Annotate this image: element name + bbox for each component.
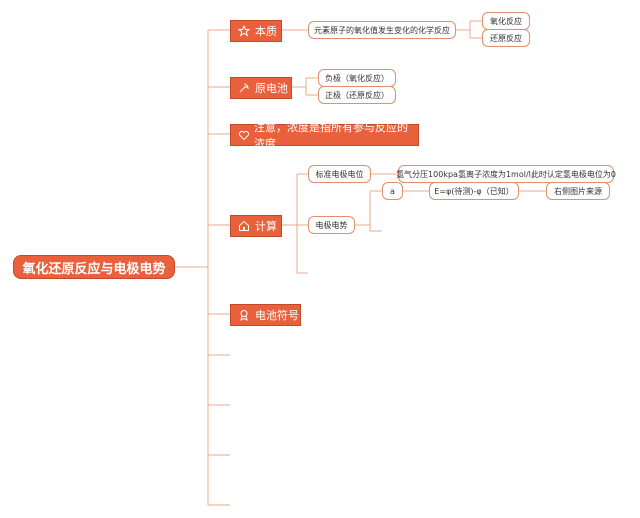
branch-note[interactable]: 注意，浓度是指所有参与反应的浓度 — [230, 121, 419, 150]
calc-electrode[interactable]: 电极电势 — [308, 216, 355, 234]
calc-a[interactable]: a — [382, 182, 403, 200]
essence-reduction[interactable]: 还原反应 — [482, 29, 530, 47]
branch-symbol[interactable]: 电池符号 — [230, 304, 301, 326]
essence-oxidation[interactable]: 氧化反应 — [482, 12, 530, 30]
branch-essence[interactable]: 本质 — [230, 20, 282, 42]
cell-positive[interactable]: 正极（还原反应） — [318, 86, 396, 104]
cell-positive-label: 正极（还原反应） — [325, 90, 389, 100]
calc-formula[interactable]: E=φ(待测)-φ（已知） — [429, 182, 519, 200]
calc-standard-note[interactable]: 氢气分压100kpa氢离子浓度为1mol/l此时认定氢电极电位为0 — [396, 165, 616, 183]
cell-negative-label: 负极（氧化反应） — [325, 73, 389, 83]
star-icon — [237, 24, 251, 38]
branch-symbol-label: 电池符号 — [255, 309, 299, 322]
branch-essence-label: 本质 — [255, 25, 277, 38]
essence-reduction-label: 还原反应 — [490, 33, 522, 43]
branch-cell-label: 原电池 — [255, 82, 288, 95]
medal-icon — [237, 308, 251, 322]
calc-formula-label: E=φ(待测)-φ（已知） — [434, 186, 514, 196]
root-node[interactable]: 氧化还原反应与电极电势 — [13, 255, 175, 279]
hammer-sickle-icon — [237, 81, 251, 95]
branch-calc-label: 计算 — [255, 220, 277, 233]
calc-a-label: a — [390, 186, 395, 196]
house-icon — [237, 219, 251, 233]
calc-standard-label: 标准电极电位 — [315, 169, 364, 179]
calc-standard[interactable]: 标准电极电位 — [308, 165, 371, 183]
calc-standard-note-label: 氢气分压100kpa氢离子浓度为1mol/l此时认定氢电极电位为0 — [396, 169, 616, 179]
essence-oxidation-label: 氧化反应 — [490, 16, 522, 26]
calc-electrode-label: 电极电势 — [315, 220, 348, 230]
calc-source[interactable]: 右侧图片来源 — [546, 182, 610, 200]
essence-desc[interactable]: 元素原子的氧化值发生变化的化学反应 — [308, 21, 456, 39]
branch-cell[interactable]: 原电池 — [230, 77, 292, 99]
cell-negative[interactable]: 负极（氧化反应） — [318, 69, 396, 87]
heart-icon — [237, 128, 250, 142]
root-label: 氧化还原反应与电极电势 — [22, 261, 166, 277]
calc-source-label: 右侧图片来源 — [554, 186, 602, 196]
essence-desc-label: 元素原子的氧化值发生变化的化学反应 — [314, 25, 450, 35]
branch-note-label: 注意，浓度是指所有参与反应的浓度 — [254, 121, 409, 150]
branch-calc[interactable]: 计算 — [230, 215, 282, 237]
